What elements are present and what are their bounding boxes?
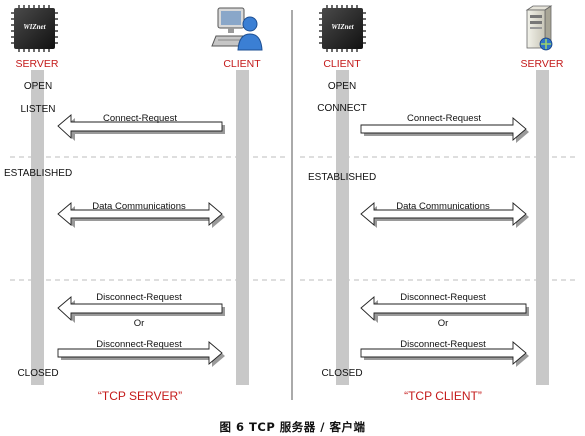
connect-request-arrow [360,117,527,141]
disconnect-request-label: Disconnect-Request [96,292,182,303]
state-open: OPEN [24,81,52,92]
disconnect-request-arrow-left [57,296,223,322]
state-open: OPEN [328,81,356,92]
left-server-label: SERVER [16,58,59,70]
computer-user-icon [211,7,263,51]
disconnect-request-arrow-left [360,296,527,322]
connect-request-label: Connect-Request [103,113,177,124]
lifeline-left-client [236,70,249,385]
disconnect-request-label: Disconnect-Request [400,339,486,350]
server-icon [525,5,553,51]
or-label: Or [438,318,449,329]
data-communications-arrow [360,202,527,226]
data-communications-label: Data Communications [396,201,490,212]
state-listen: LISTEN [20,104,55,115]
data-communications-arrow [57,202,223,226]
chip-logo-text: WIZnet [23,23,46,31]
disconnect-request-arrow-right [360,341,527,365]
disconnect-request-arrow-right [57,341,223,365]
connect-request-label: Connect-Request [407,113,481,124]
lifeline-left-server [31,70,44,385]
left-client-label: CLIENT [223,58,261,70]
state-established: ESTABLISHED [4,168,72,179]
connect-request-arrow [57,114,223,140]
lifeline-right-server [536,70,549,385]
right-server-label: SERVER [521,58,564,70]
lifeline-right-client [336,70,349,385]
state-established: ESTABLISHED [308,172,376,183]
chip-icon: WIZnet [319,5,366,52]
state-connect: CONNECT [317,103,366,114]
data-communications-label: Data Communications [92,201,186,212]
state-closed: CLOSED [17,368,58,379]
or-label: Or [134,318,145,329]
right-client-label: CLIENT [323,58,361,70]
disconnect-request-label: Disconnect-Request [400,292,486,303]
state-closed: CLOSED [321,368,362,379]
figure-caption: 图 6 TCP 服务器 / 客户端 [219,420,366,434]
disconnect-request-label: Disconnect-Request [96,339,182,350]
left-panel-caption: “TCP SERVER” [98,389,182,403]
right-panel-caption: “TCP CLIENT” [404,389,482,403]
chip-icon: WIZnet [11,5,58,52]
chip-logo-text: WIZnet [331,23,354,31]
